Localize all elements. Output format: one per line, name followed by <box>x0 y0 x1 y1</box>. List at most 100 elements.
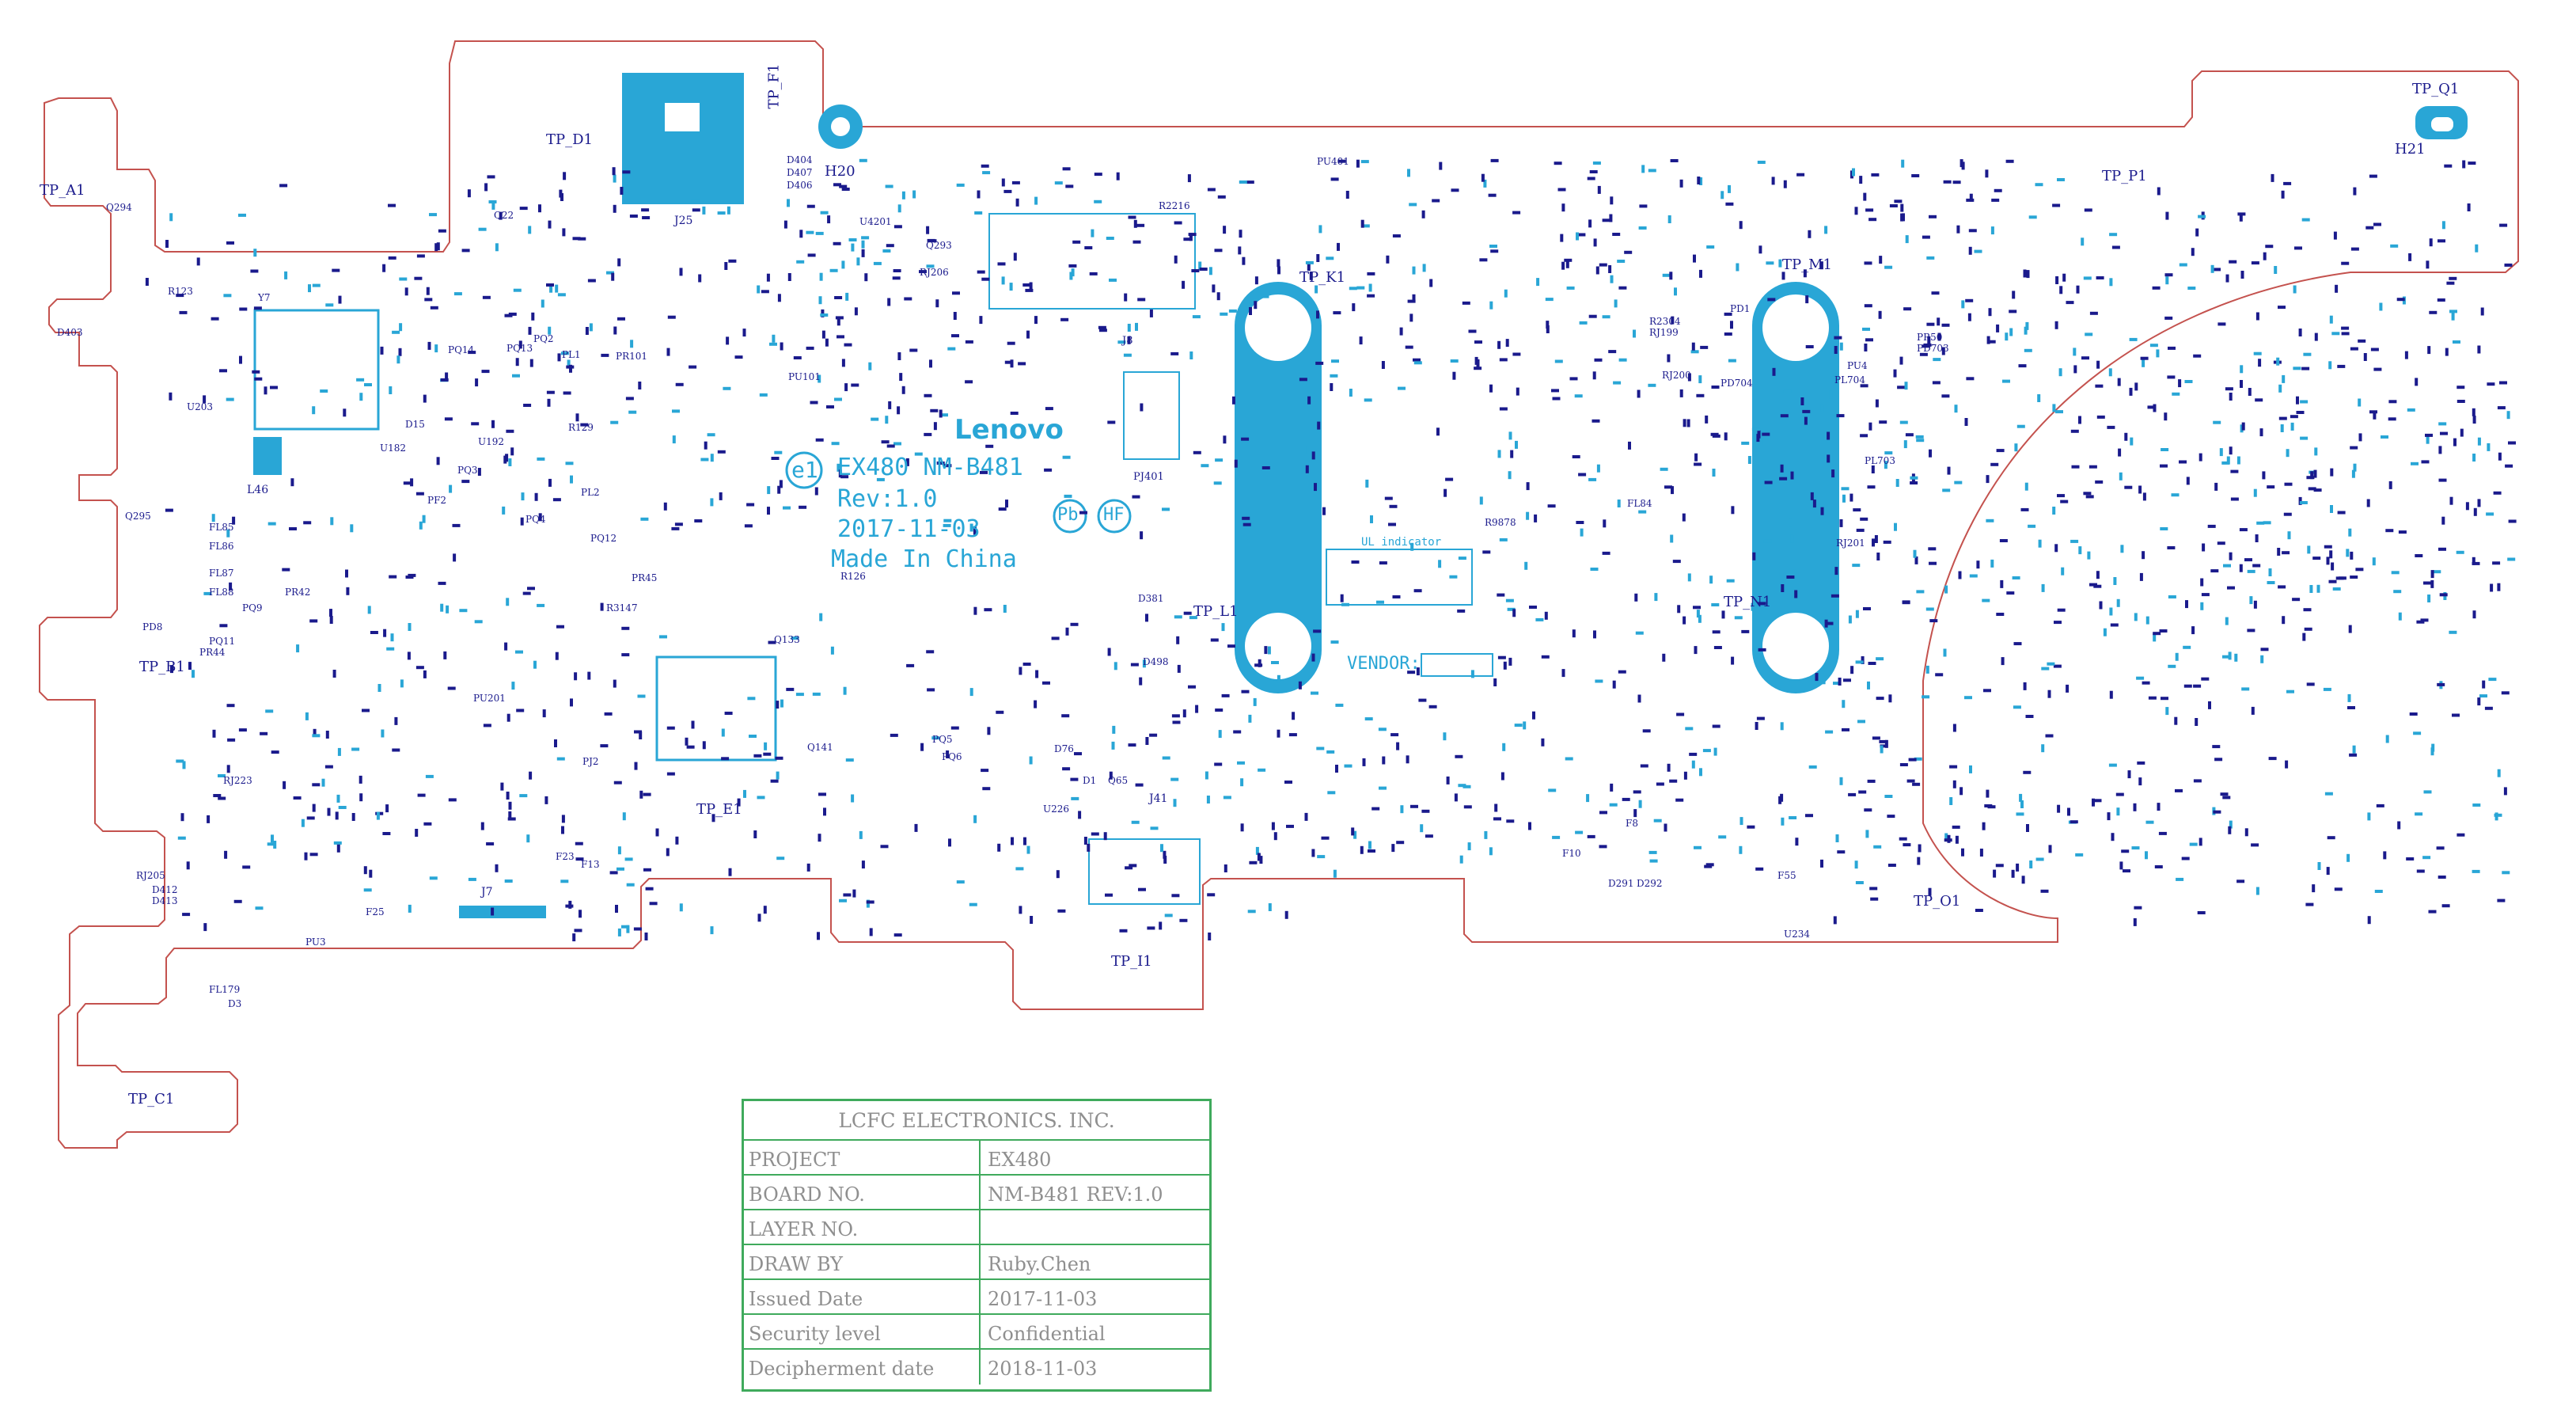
component-footprint <box>1574 394 1583 398</box>
component-footprint <box>2024 326 2028 335</box>
component-footprint <box>1051 636 1060 640</box>
component-footprint <box>2071 465 2080 469</box>
component-footprint <box>2149 344 2158 348</box>
component-footprint <box>2346 853 2350 862</box>
component-footprint <box>1392 234 1401 237</box>
component-footprint <box>1902 213 1905 222</box>
component-footprint <box>753 754 762 758</box>
component-footprint <box>2107 425 2115 429</box>
component-footprint <box>1162 756 1170 760</box>
component-footprint <box>1693 254 1696 263</box>
component-footprint <box>1736 263 1739 272</box>
component-footprint <box>1710 432 1719 436</box>
component-footprint <box>513 288 522 292</box>
component-footprint <box>196 257 200 266</box>
component-footprint <box>2189 842 2198 846</box>
component-footprint <box>2323 687 2331 691</box>
component-footprint <box>2255 398 2263 402</box>
component-footprint <box>2332 587 2341 591</box>
component-footprint <box>2025 321 2029 330</box>
component-footprint <box>1273 832 1277 841</box>
component-footprint <box>1872 538 1875 547</box>
component-footprint <box>1889 204 1898 207</box>
component-footprint <box>1065 627 1069 636</box>
component-footprint <box>1392 595 1401 598</box>
component-footprint <box>1505 598 1514 602</box>
component-footprint <box>2186 477 2190 485</box>
component-footprint <box>2304 627 2312 631</box>
component-footprint <box>1109 771 1113 780</box>
component-footprint <box>610 420 619 424</box>
component-footprint <box>906 663 915 667</box>
component-footprint <box>1572 629 1576 638</box>
component-footprint <box>645 887 654 891</box>
component-footprint <box>617 846 621 855</box>
component-footprint <box>1660 467 1668 471</box>
component-footprint <box>819 272 823 281</box>
title-block-key: BOARD NO. <box>749 1183 865 1206</box>
component-footprint <box>2506 411 2510 420</box>
component-footprint <box>1001 178 1005 187</box>
component-footprint <box>2131 846 2140 850</box>
component-footprint <box>1671 316 1675 325</box>
component-footprint <box>1524 561 1528 570</box>
component-footprint <box>1508 431 1512 440</box>
component-footprint <box>1589 170 1598 173</box>
component-footprint <box>260 731 268 735</box>
component-footprint <box>549 284 553 293</box>
component-footprint <box>2385 735 2389 743</box>
title-block-row: DRAW BY Ruby.Chen <box>744 1244 1209 1280</box>
component-footprint <box>563 391 571 395</box>
component-footprint <box>508 811 512 819</box>
component-footprint <box>912 190 916 199</box>
ref-u4201: U4201 <box>859 216 892 227</box>
component-footprint <box>506 792 510 800</box>
component-footprint <box>2351 469 2355 478</box>
component-footprint <box>694 519 703 522</box>
component-footprint <box>1593 238 1597 247</box>
component-footprint <box>1949 797 1953 805</box>
component-footprint <box>1029 282 1033 291</box>
component-footprint <box>223 294 232 298</box>
component-footprint <box>780 342 783 351</box>
component-footprint <box>880 845 889 849</box>
component-footprint <box>1396 742 1400 750</box>
component-footprint <box>1163 856 1167 864</box>
component-footprint <box>796 260 805 264</box>
component-footprint <box>639 731 643 739</box>
component-footprint <box>2268 568 2272 576</box>
test-point-i1: TP_I1 <box>1111 953 1152 970</box>
component-footprint <box>1929 449 1932 458</box>
component-footprint <box>2413 731 2422 735</box>
component-footprint <box>557 293 566 297</box>
component-footprint <box>381 729 385 738</box>
component-footprint <box>2416 869 2425 873</box>
component-footprint <box>510 447 514 456</box>
component-footprint <box>1586 794 1590 803</box>
component-footprint <box>2369 410 2377 414</box>
component-footprint <box>502 506 506 515</box>
component-footprint <box>1578 473 1587 477</box>
component-footprint <box>2298 329 2302 336</box>
component-footprint <box>1034 316 1038 325</box>
component-footprint <box>2438 876 2446 879</box>
component-footprint <box>1003 189 1012 193</box>
component-footprint <box>2501 691 2510 695</box>
component-footprint <box>1903 843 1911 847</box>
component-footprint <box>1834 567 1838 576</box>
component-footprint <box>881 440 890 444</box>
component-footprint <box>2116 598 2120 607</box>
component-footprint <box>264 386 267 395</box>
component-footprint <box>1906 779 1915 783</box>
component-footprint <box>2024 482 2028 491</box>
component-footprint <box>1831 469 1835 478</box>
component-footprint <box>2426 260 2430 269</box>
component-footprint <box>2508 519 2517 523</box>
component-footprint <box>1163 850 1167 859</box>
component-footprint <box>1128 743 1136 747</box>
component-footprint <box>924 393 932 397</box>
component-footprint <box>477 468 481 476</box>
component-footprint <box>2388 417 2396 421</box>
component-footprint <box>405 576 414 579</box>
component-footprint <box>2290 422 2294 431</box>
